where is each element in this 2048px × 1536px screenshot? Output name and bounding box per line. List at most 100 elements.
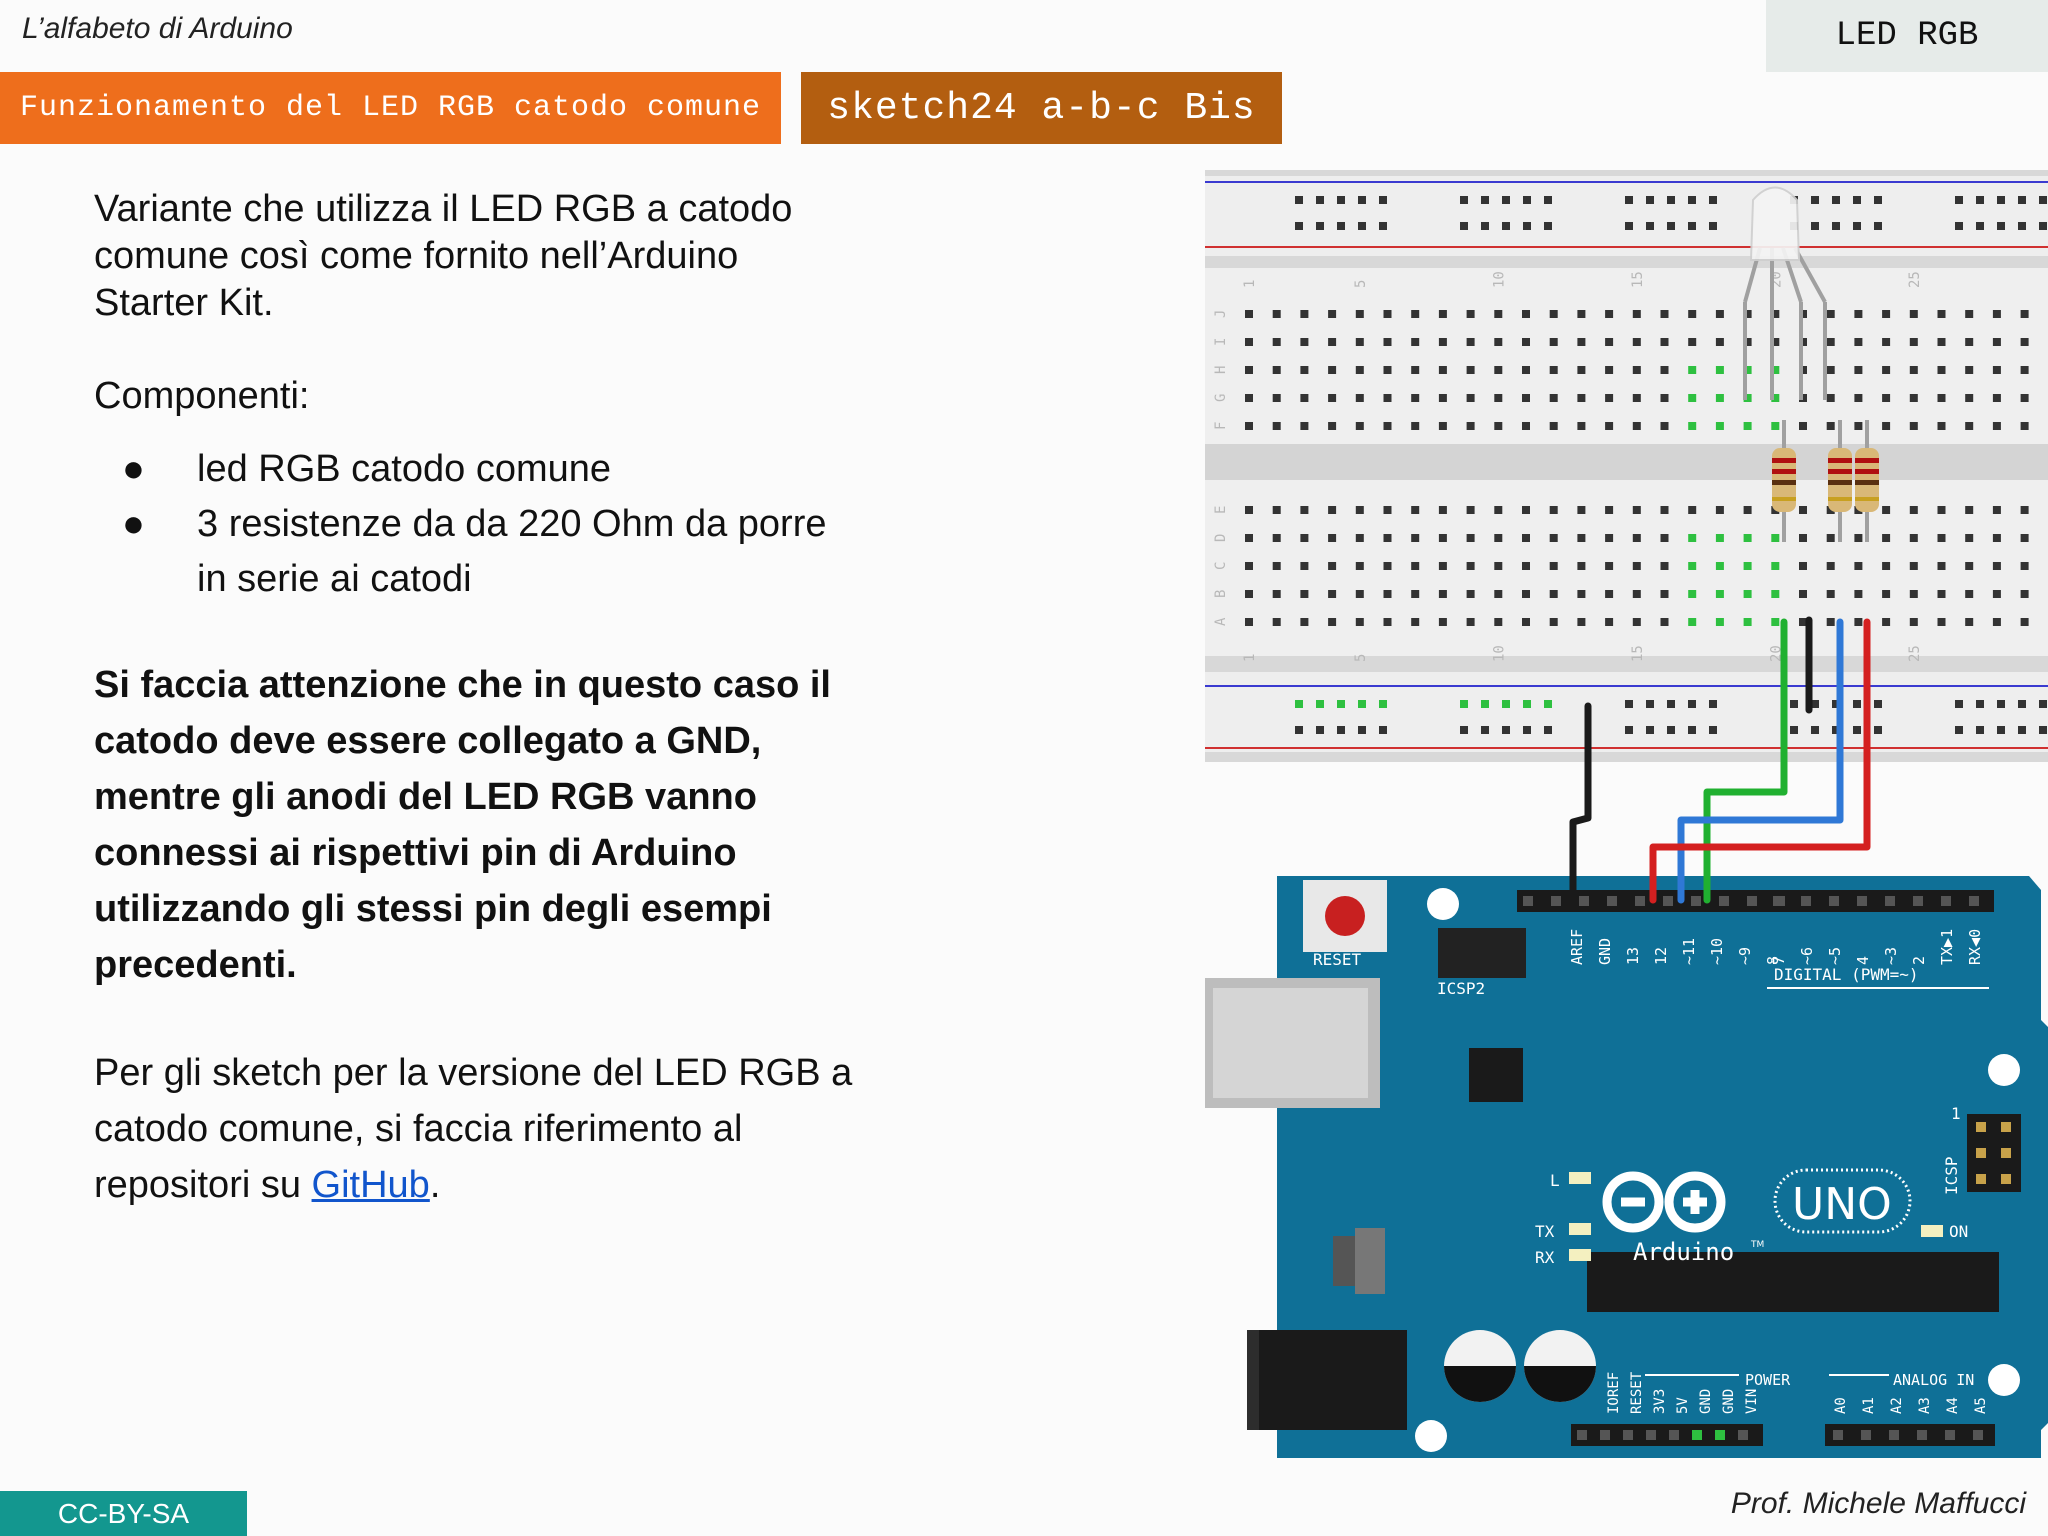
license-badge: CC-BY-SA (0, 1491, 247, 1536)
digital-pin-label: 12 (1652, 947, 1670, 965)
intro-paragraph: Variante che utilizza il LED RGB a catod… (94, 188, 793, 324)
breadboard-row-letter: A (1213, 617, 1229, 626)
digital-pin-label: 7 (1770, 956, 1788, 965)
uno-label: UNO (1792, 1179, 1892, 1230)
breadboard-column-number: 15 (1630, 271, 1646, 288)
breadboard-column-number: 10 (1491, 271, 1507, 288)
power-pin-label: VIN (1744, 1389, 1760, 1414)
power-pin-label: GND (1721, 1389, 1737, 1414)
digital-pin-label: 13 (1624, 947, 1642, 965)
reference-period: . (429, 1164, 441, 1206)
jumper-wire (1649, 618, 1871, 904)
breadboard-row-letter: I (1213, 338, 1229, 346)
components-list: ● led RGB catodo comune ● 3 resistenze da … (94, 442, 854, 607)
list-item-text: 3 resistenze da da 220 Ohm da porre in s… (197, 503, 827, 600)
digital-pin-label: ~10 (1708, 938, 1726, 965)
breadboard-column-number: 15 (1630, 645, 1646, 662)
list-item-text: led RGB catodo comune (197, 448, 612, 490)
sketch-tab: sketch24 a-b-c Bis (801, 72, 1282, 144)
icsp2-label: ICSP2 (1437, 979, 1485, 998)
capacitor (1524, 1330, 1596, 1402)
reference-paragraph: Per gli sketch per la versione del LED R… (94, 1045, 854, 1213)
breadboard-row-letter: E (1213, 506, 1229, 514)
breadboard-row-letter: G (1213, 394, 1229, 402)
breadboard-column-number: 1 (1242, 654, 1258, 662)
warning-paragraph: Si faccia attenzione che in questo caso … (94, 664, 831, 986)
reference-text: Per gli sketch per la versione del LED R… (94, 1052, 853, 1206)
author-name: Prof. Michele Maffucci (1730, 1487, 2026, 1520)
tx-label: TX (1535, 1222, 1555, 1241)
digital-pin-label: TX▶1 (1938, 929, 1956, 965)
breadboard-row-letter: B (1213, 590, 1229, 598)
l-led-label: L (1550, 1171, 1560, 1190)
digital-pin-label: ~3 (1882, 947, 1900, 965)
breadboard-column-number: 1 (1242, 280, 1258, 288)
list-item: ● led RGB catodo comune (94, 442, 854, 497)
digital-pin-label: ~5 (1826, 947, 1844, 965)
digital-pin-label: GND (1596, 938, 1614, 965)
analog-pin-label: A1 (1861, 1397, 1877, 1414)
breadboard-row-letter: F (1213, 422, 1229, 430)
analog-pin-label: A2 (1889, 1397, 1905, 1414)
breadboard-column-number: 20 (1768, 645, 1784, 662)
series-title: L’alfabeto di Arduino (22, 12, 293, 45)
components-title: Componenti: (94, 375, 310, 417)
digital-pin-label: ~6 (1798, 947, 1816, 965)
breadboard-column-number: 5 (1353, 280, 1369, 288)
power-pin-label: 5V (1675, 1397, 1691, 1414)
digital-pin-label: ~11 (1680, 938, 1698, 965)
breadboard-column-number: 5 (1353, 654, 1369, 662)
digital-pin-label: 2 (1910, 956, 1928, 965)
breadboard-row-letter: D (1213, 534, 1229, 542)
rgb-led (1743, 186, 1827, 400)
analog-pin-label: A3 (1917, 1397, 1933, 1414)
icsp-label: ICSP (1942, 1156, 1961, 1195)
digital-pin-label: 8 (1764, 956, 1782, 965)
breadboard-row-letter: H (1213, 366, 1229, 374)
section-tab: Funzionamento del LED RGB catodo comune (0, 72, 781, 144)
jumper-wire (1677, 618, 1844, 904)
breadboard-row-letter: J (1213, 310, 1229, 318)
bullet-icon: ● (122, 448, 145, 490)
power-label: POWER (1745, 1371, 1791, 1389)
digital-pin-label: RX◀0 (1966, 929, 1984, 965)
topic-badge: LED RGB (1766, 0, 2048, 72)
arduino-brand: Arduino (1633, 1238, 1734, 1266)
bullet-icon: ● (122, 503, 145, 545)
rx-label: RX (1535, 1248, 1555, 1267)
arduino-infinity-logo (1602, 1171, 1726, 1233)
icsp-pin1-label: 1 (1951, 1104, 1961, 1123)
digital-label: DIGITAL (PWM=~) (1774, 965, 1919, 984)
resistor (1855, 420, 1879, 542)
jumper-wire (1569, 702, 1592, 904)
analog-label: ANALOG IN (1893, 1371, 1974, 1389)
digital-pin-label: AREF (1568, 929, 1586, 965)
power-pin-label: 3V3 (1652, 1389, 1668, 1414)
list-item: ● 3 resistenze da da 220 Ohm da porre in … (94, 497, 854, 607)
github-link[interactable]: GitHub (311, 1164, 430, 1206)
power-pin-label: GND (1698, 1389, 1714, 1414)
analog-pin-label: A4 (1945, 1397, 1961, 1414)
capacitor (1444, 1330, 1516, 1402)
breadboard-row-letter: C (1213, 562, 1229, 570)
digital-pin-label: ~9 (1736, 947, 1754, 965)
resistor (1772, 420, 1796, 542)
jumper-wires (1569, 616, 1871, 904)
resistors (1772, 420, 1879, 542)
slide-body: Variante che utilizza il LED RGB a catod… (94, 186, 854, 1213)
digital-pin-label: 4 (1854, 956, 1872, 965)
reset-label: RESET (1313, 950, 1362, 969)
analog-pin-label: A0 (1833, 1397, 1849, 1414)
analog-pin-label: A5 (1973, 1397, 1989, 1414)
breadboard-column-number: 25 (1907, 271, 1923, 288)
on-label: ON (1949, 1222, 1968, 1241)
power-pin-label: RESET (1629, 1371, 1645, 1414)
resistor (1828, 420, 1852, 542)
trademark-mark: TM (1750, 1240, 1764, 1250)
breadboard-column-number: 25 (1907, 645, 1923, 662)
power-pin-label: IOREF (1606, 1372, 1622, 1414)
breadboard-column-number: 10 (1491, 645, 1507, 662)
